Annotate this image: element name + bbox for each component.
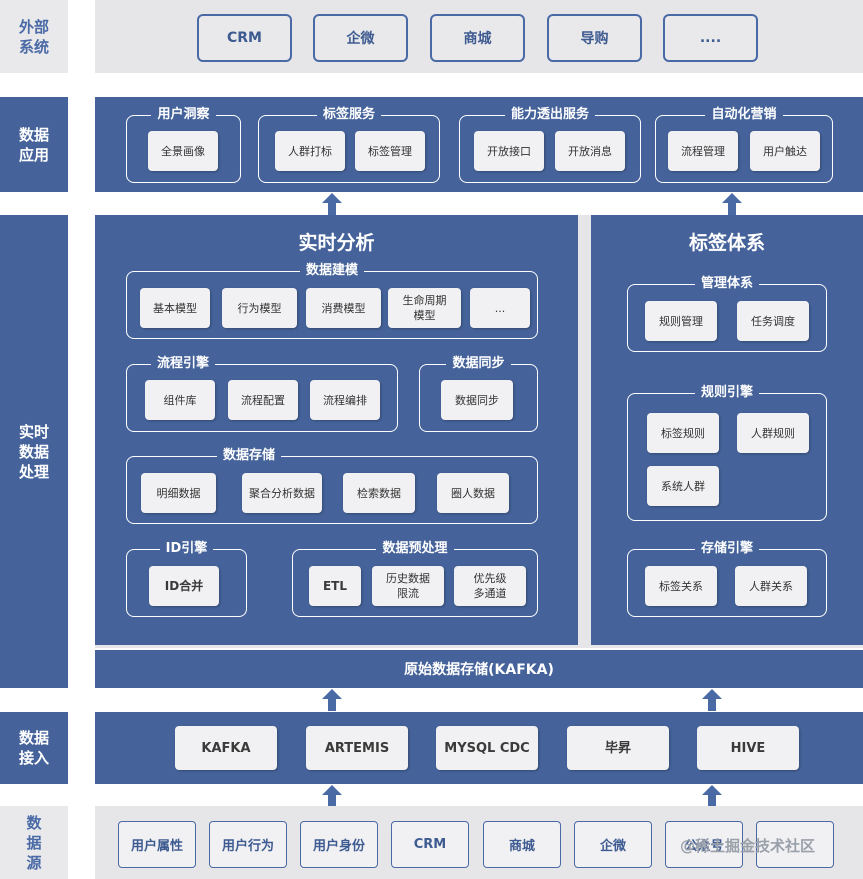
group-rule-engine: 规则引擎	[627, 385, 827, 521]
chip-crowd-tagging[interactable]: 人群打标	[275, 131, 345, 171]
up-arrow-icon	[322, 785, 342, 807]
external-item-mall[interactable]: 商城	[430, 14, 525, 62]
group-capability-service: 能力透出服务	[459, 107, 641, 183]
chip-etl[interactable]: ETL	[309, 566, 361, 606]
group-data-modeling: 数据建模	[126, 263, 538, 339]
chip-crowd-relation[interactable]: 人群关系	[735, 566, 807, 606]
chip-open-api[interactable]: 开放接口	[474, 131, 544, 171]
chip-flow-management[interactable]: 流程管理	[668, 131, 738, 171]
group-management: 管理体系	[627, 276, 827, 352]
group-id-engine: ID引擎	[126, 541, 247, 617]
chip-behavior-model[interactable]: 行为模型	[222, 288, 297, 328]
chip-tag-relation[interactable]: 标签关系	[645, 566, 717, 606]
group-title: 数据建模	[299, 263, 364, 278]
chip-priority-channel[interactable]: 优先级 多通道	[454, 566, 526, 606]
group-title: ID引擎	[159, 541, 214, 556]
chip-search-data[interactable]: 检索数据	[343, 473, 415, 513]
group-title: 用户洞察	[151, 107, 216, 122]
chip-lifecycle-model[interactable]: 生命周期 模型	[388, 288, 461, 328]
source-item-mall[interactable]: 商城	[483, 821, 561, 868]
group-title: 数据存储	[217, 448, 282, 463]
row-label-ingest: 数据 接入	[0, 712, 68, 784]
external-item-crm[interactable]: CRM	[197, 14, 292, 62]
group-data-storage: 数据存储	[126, 448, 538, 524]
up-arrow-icon	[702, 689, 722, 711]
row-label-source: 数 据 源	[0, 806, 68, 879]
group-title: 数据预处理	[376, 541, 454, 556]
source-item-user-attr[interactable]: 用户属性	[118, 821, 196, 868]
group-title: 存储引擎	[694, 541, 759, 556]
watermark-text: @稀土掘金技术社区	[680, 837, 816, 855]
chip-basic-model[interactable]: 基本模型	[140, 288, 210, 328]
ingest-item-kafka[interactable]: KAFKA	[175, 726, 277, 770]
up-arrow-icon	[722, 193, 742, 215]
chip-flow-config[interactable]: 流程配置	[228, 380, 298, 420]
group-data-preprocess: 数据预处理	[292, 541, 538, 617]
chip-tag-rule[interactable]: 标签规则	[647, 413, 719, 453]
up-arrow-icon	[322, 689, 342, 711]
external-item-guide[interactable]: 导购	[547, 14, 642, 62]
chip-detail-data[interactable]: 明细数据	[141, 473, 216, 513]
group-user-insight: 用户洞察	[126, 107, 241, 183]
chip-data-sync[interactable]: 数据同步	[441, 380, 513, 420]
chip-crowd-data[interactable]: 圈人数据	[437, 473, 509, 513]
row-label-app: 数据 应用	[0, 97, 68, 192]
chip-user-reach[interactable]: 用户触达	[750, 131, 820, 171]
up-arrow-icon	[702, 785, 722, 807]
group-title: 数据同步	[446, 356, 511, 371]
chip-aggregate-data[interactable]: 聚合分析数据	[242, 473, 322, 513]
group-title: 流程引擎	[151, 356, 216, 371]
group-title: 规则引擎	[694, 385, 759, 400]
group-title: 管理体系	[694, 276, 759, 291]
source-item-official-account[interactable]: 公众号	[665, 821, 743, 868]
chip-flow-orchestration[interactable]: 流程编排	[310, 380, 380, 420]
realtime-analysis-title: 实时分析	[298, 232, 375, 254]
row-label-realtime: 实时 数据 处理	[0, 215, 68, 688]
group-data-sync: 数据同步	[419, 356, 538, 432]
chip-task-schedule[interactable]: 任务调度	[737, 301, 809, 341]
chip-system-crowd[interactable]: 系统人群	[647, 466, 719, 506]
raw-storage-kafka-bar: 原始数据存储(KAFKA)	[95, 650, 863, 688]
source-item-crm[interactable]: CRM	[391, 821, 469, 868]
ingest-item-bisheng[interactable]: 毕昇	[567, 726, 669, 770]
external-item-wecom[interactable]: 企微	[313, 14, 408, 62]
ingest-item-artemis[interactable]: ARTEMIS	[306, 726, 408, 770]
up-arrow-icon	[322, 193, 342, 215]
chip-tag-management[interactable]: 标签管理	[355, 131, 425, 171]
chip-more-models[interactable]: ...	[470, 288, 530, 328]
chip-id-merge[interactable]: ID合并	[149, 566, 219, 606]
chip-crowd-rule[interactable]: 人群规则	[737, 413, 809, 453]
source-item-wecom[interactable]: 企微	[574, 821, 652, 868]
chip-full-profile[interactable]: 全景画像	[148, 131, 218, 171]
ingest-item-mysql-cdc[interactable]: MYSQL CDC	[436, 726, 538, 770]
group-title: 自动化营销	[705, 107, 783, 122]
group-flow-engine: 流程引擎	[126, 356, 398, 432]
source-item-user-identity[interactable]: 用户身份	[300, 821, 378, 868]
group-title: 标签服务	[316, 107, 381, 122]
group-tag-service: 标签服务	[258, 107, 440, 183]
chip-rule-management[interactable]: 规则管理	[645, 301, 717, 341]
chip-consumption-model[interactable]: 消费模型	[306, 288, 381, 328]
group-storage-engine: 存储引擎	[627, 541, 827, 617]
ingest-item-hive[interactable]: HIVE	[697, 726, 799, 770]
source-item-user-behavior[interactable]: 用户行为	[209, 821, 287, 868]
chip-open-message[interactable]: 开放消息	[555, 131, 625, 171]
external-item-more[interactable]: ....	[663, 14, 758, 62]
row-label-external: 外部 系统	[0, 0, 68, 73]
source-item-extra[interactable]	[756, 821, 834, 868]
tag-system-title: 标签体系	[688, 232, 765, 254]
group-title: 能力透出服务	[504, 107, 595, 122]
chip-history-throttle[interactable]: 历史数据 限流	[372, 566, 444, 606]
group-auto-marketing: 自动化营销	[655, 107, 833, 183]
chip-component-library[interactable]: 组件库	[145, 380, 215, 420]
